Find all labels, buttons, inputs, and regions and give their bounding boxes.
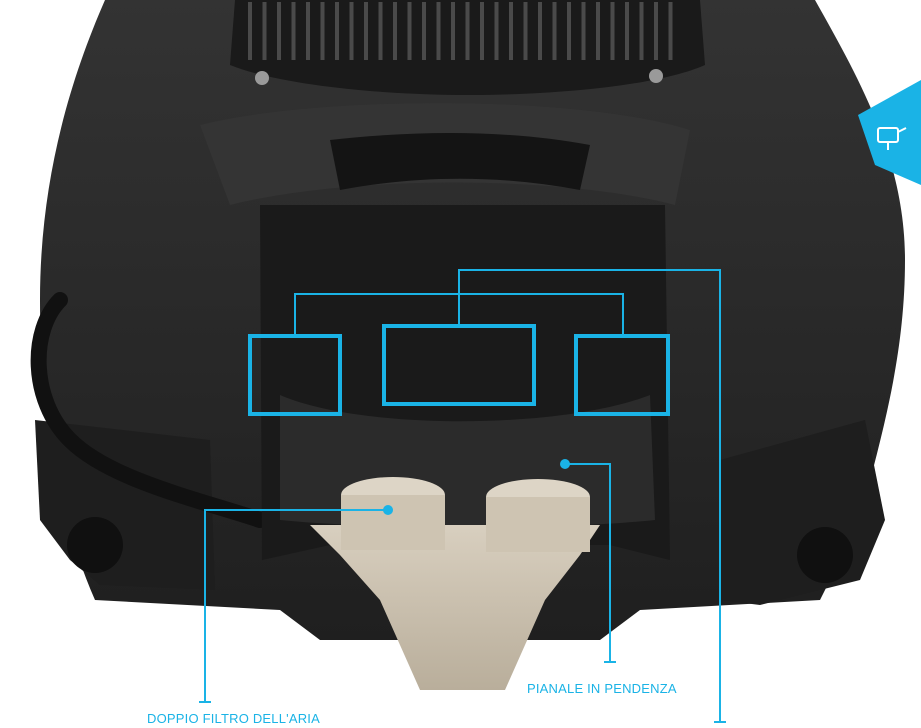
left-fan-cover xyxy=(67,517,123,573)
callout-anchor-dot xyxy=(383,505,393,515)
air-filter-right-neck xyxy=(486,497,590,552)
left-screw xyxy=(255,71,269,85)
right-fan-cover xyxy=(797,527,853,583)
leader-line xyxy=(199,509,388,703)
handle-slot xyxy=(330,133,590,190)
top-grille-slats xyxy=(248,2,673,60)
leader-line xyxy=(565,463,616,663)
callout-anchor-dot xyxy=(560,459,570,469)
air-filter-left-neck xyxy=(341,495,445,550)
callout-dots xyxy=(383,459,570,515)
callout-pianale: PIANALE IN PENDENZA xyxy=(527,681,677,696)
callout-doppio-filtro: DOPPIO FILTRO DELL'ARIA xyxy=(147,711,320,726)
engine-oil-icon xyxy=(877,127,907,150)
leader-line xyxy=(458,269,726,723)
left-hose xyxy=(30,292,268,528)
right-screw xyxy=(649,69,663,83)
oil-badge xyxy=(858,80,921,185)
air-filter-base xyxy=(310,525,600,690)
callout-leaders xyxy=(199,269,726,723)
